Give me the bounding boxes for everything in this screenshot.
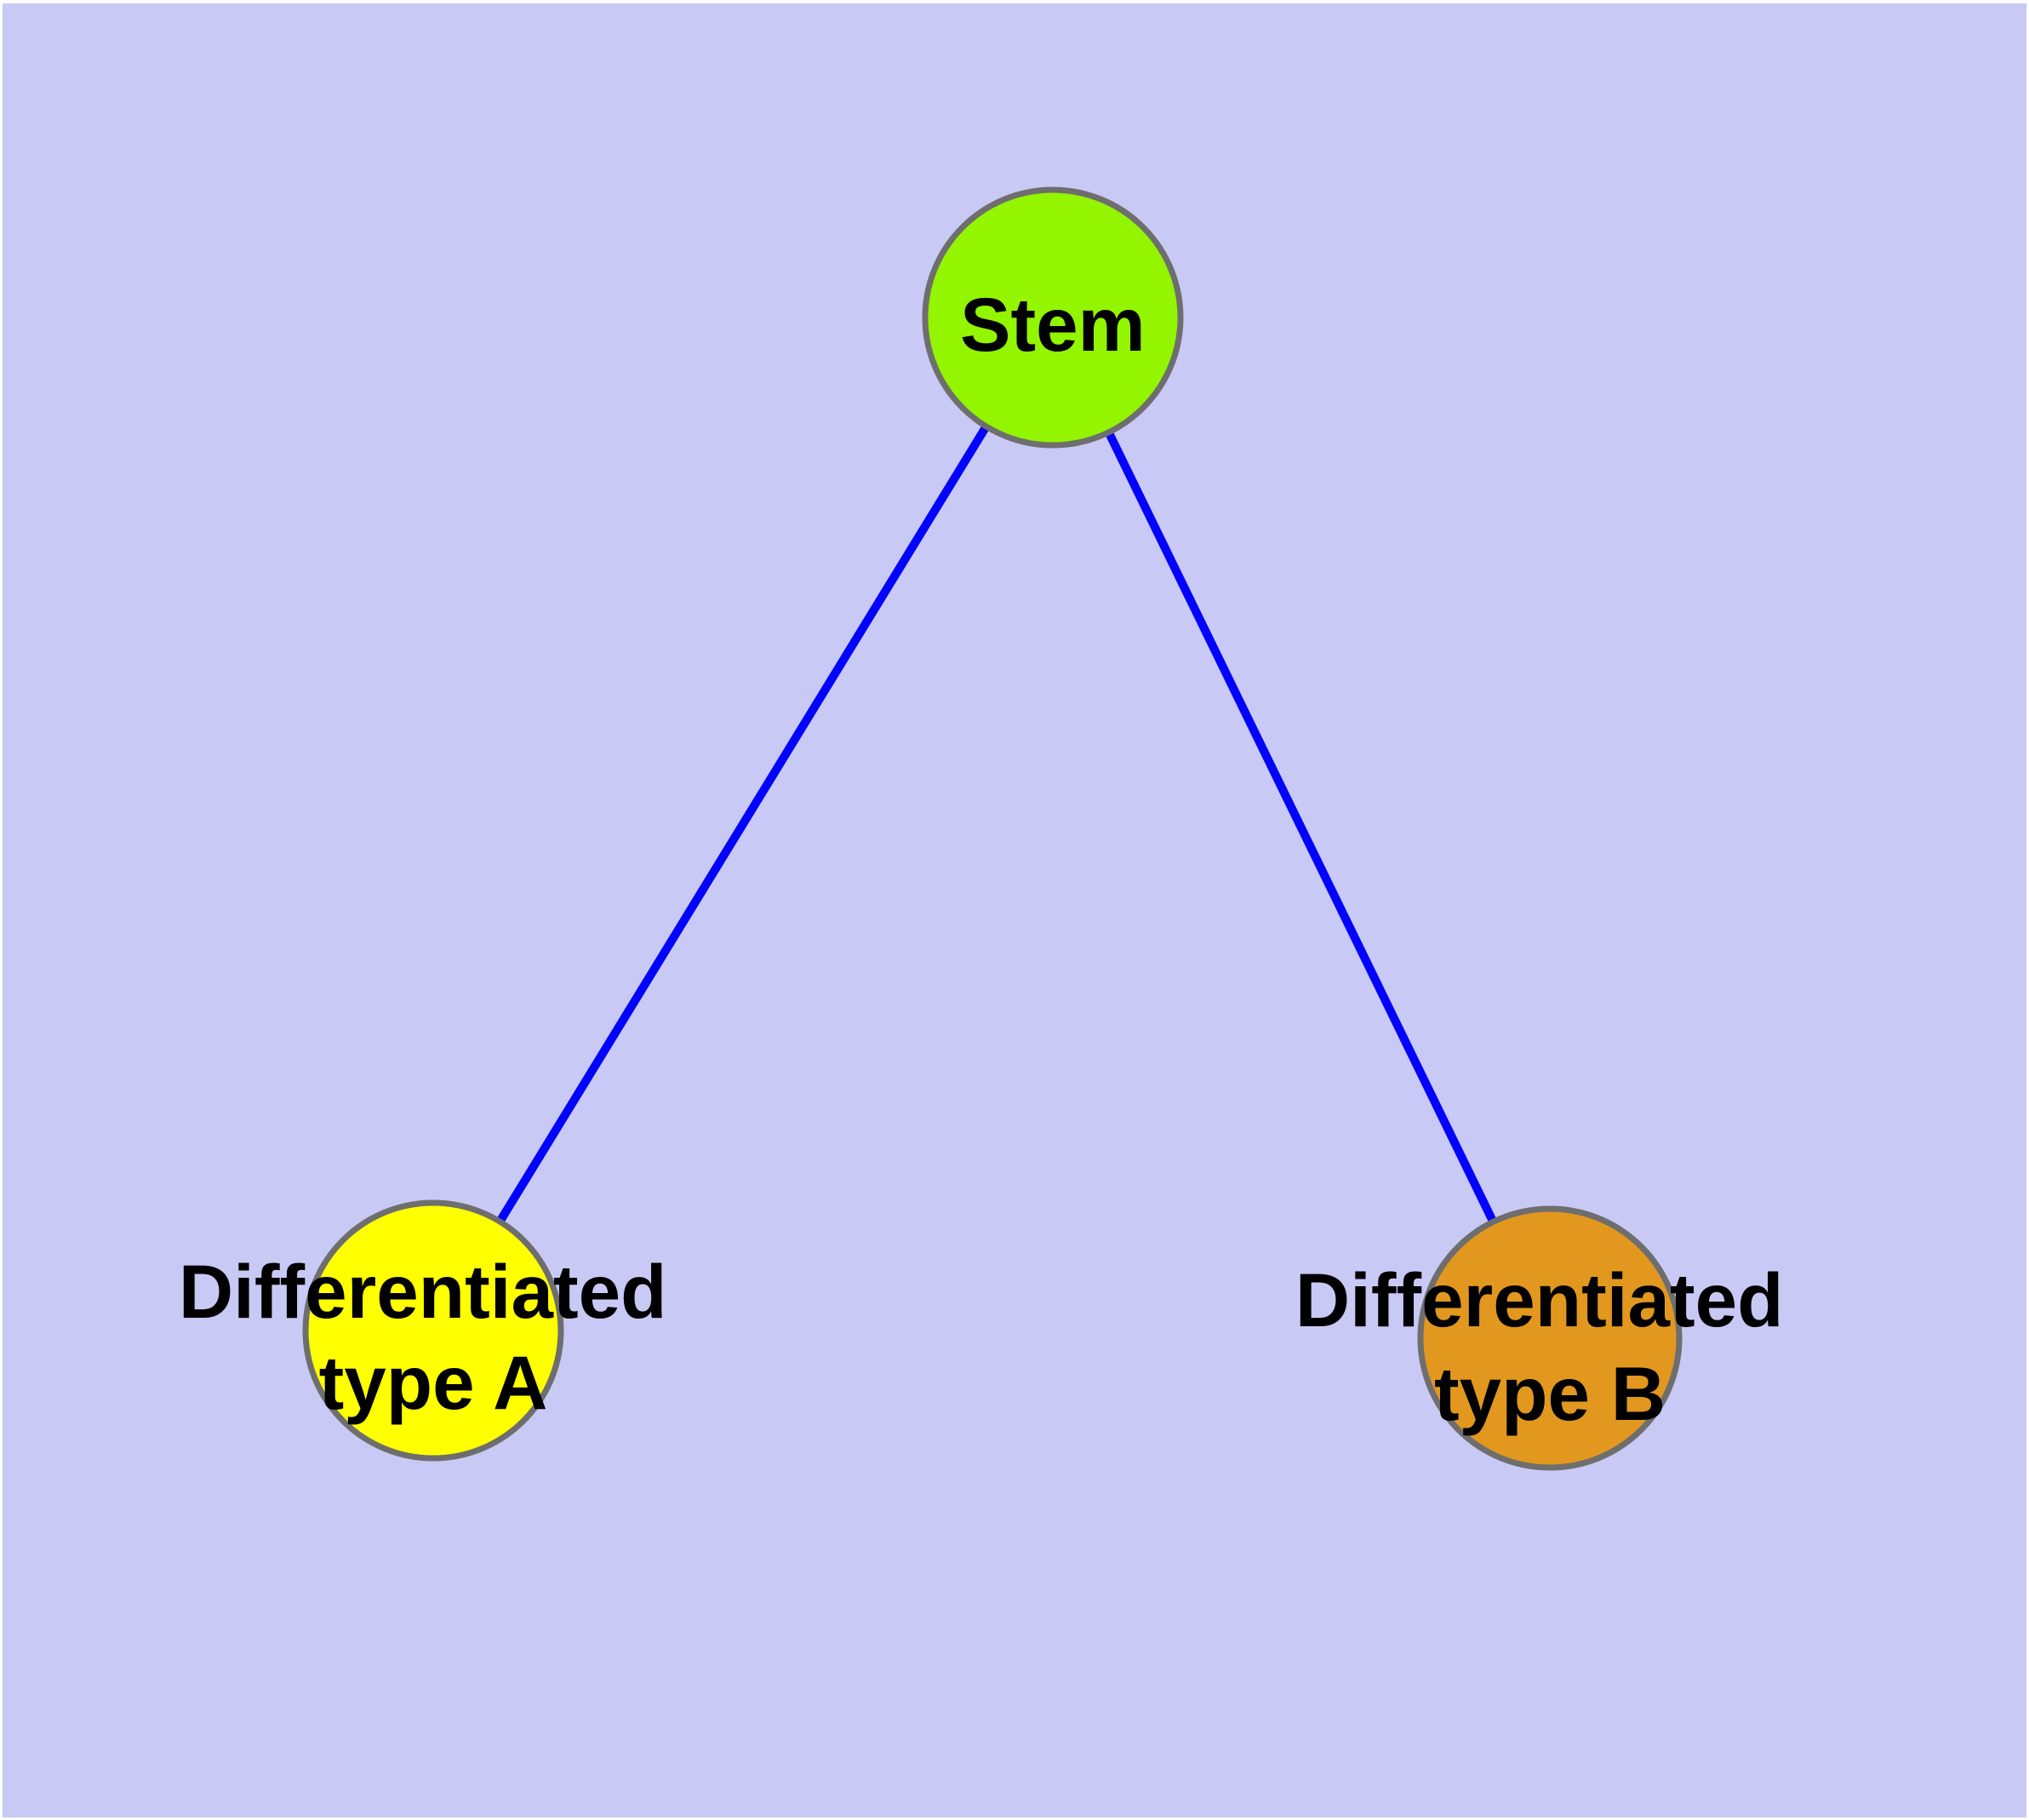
node-differentiated-type-b-label: Differentiated type B	[1295, 1257, 1804, 1436]
node-differentiated-type-a	[302, 1199, 564, 1462]
edge-stem-to-type-a	[429, 315, 1057, 1333]
node-stem	[922, 186, 1184, 449]
type-b-label-line-2: type B	[1434, 1351, 1666, 1436]
edge-stem-to-type-b	[1049, 315, 1554, 1341]
node-differentiated-type-b	[1417, 1205, 1683, 1471]
type-b-label-line-1: Differentiated	[1295, 1257, 1784, 1342]
type-a-label-line-2: type A	[319, 1340, 548, 1425]
node-differentiated-type-a-label: Differentiated type A	[179, 1249, 688, 1425]
type-a-label-line-1: Differentiated	[179, 1249, 667, 1334]
node-stem-label: Stem	[960, 282, 1146, 367]
